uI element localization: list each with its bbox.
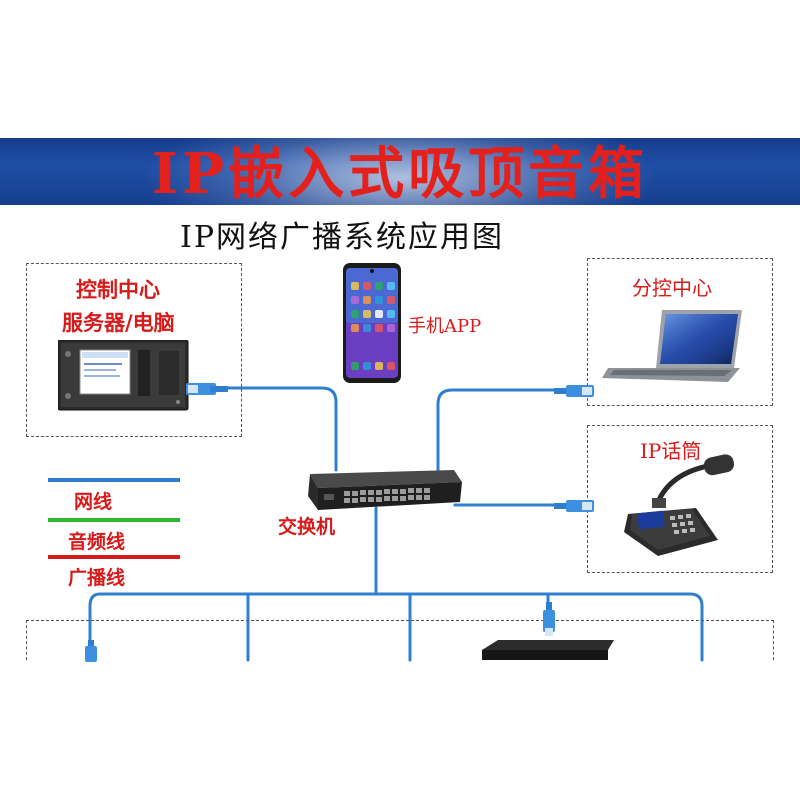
legend-label-audio: 音频线: [68, 527, 125, 554]
server-rack-icon: [58, 340, 198, 412]
network-switch-icon: [304, 466, 466, 514]
branch-center-label: 分控中心: [632, 272, 712, 301]
legend-swatch-audio: [48, 518, 180, 522]
rack-device-icon: [478, 638, 618, 660]
legend-label-network: 网线: [74, 487, 112, 514]
laptop-icon: [600, 306, 750, 386]
control-center-title: 控制中心: [76, 274, 160, 304]
phone-app-label: 手机APP: [408, 312, 481, 338]
ip-microphone-icon: [618, 452, 748, 562]
legend-swatch-network: [48, 478, 180, 482]
bottom-device-zone: [26, 620, 774, 660]
rj45-connector-icon: [186, 380, 230, 398]
rj45-connector-icon: [540, 602, 558, 640]
rj45-connector-icon: [82, 640, 100, 662]
smartphone-icon: [342, 262, 404, 386]
control-center-subtitle: 服务器/电脑: [62, 307, 175, 337]
legend-swatch-broadcast: [48, 555, 180, 559]
legend-label-broadcast: 广播线: [68, 563, 125, 590]
rj45-connector-icon: [552, 497, 596, 515]
rj45-connector-icon: [552, 382, 596, 400]
switch-label: 交换机: [278, 512, 335, 539]
